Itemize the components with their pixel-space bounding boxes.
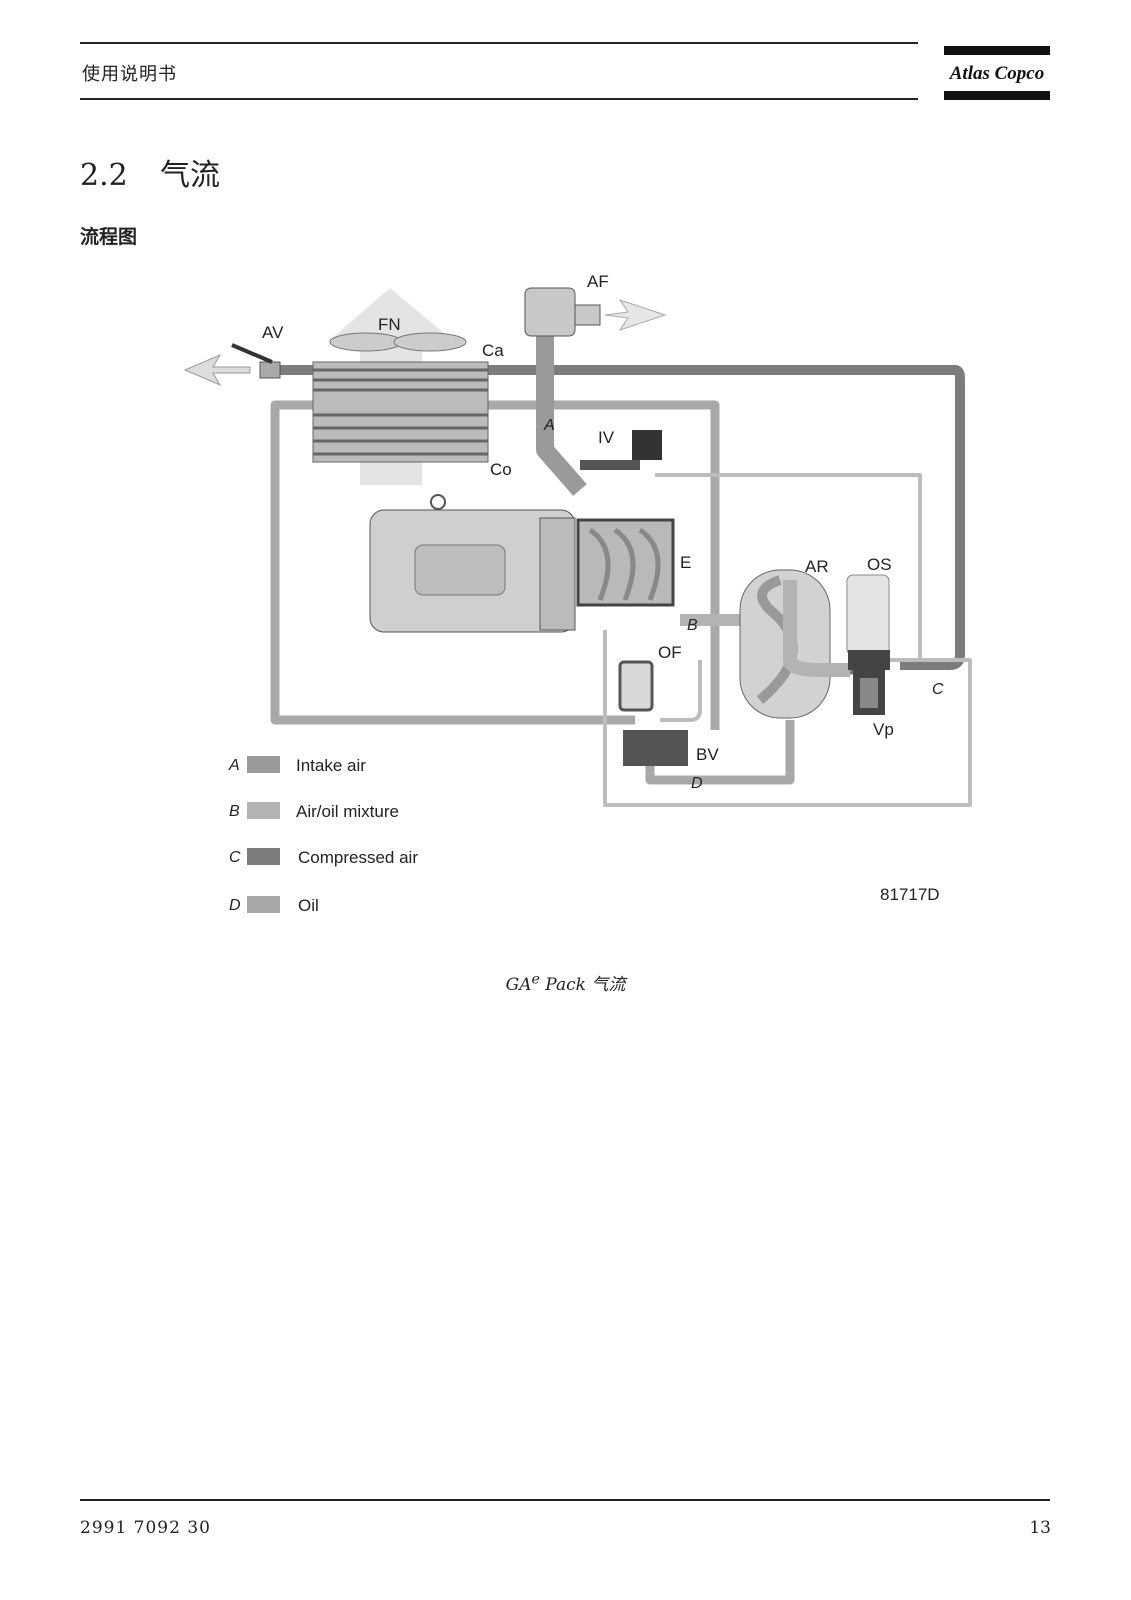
label-Co: Co <box>490 460 512 479</box>
bypass-valve <box>623 730 688 766</box>
section-name: 气流 <box>160 158 220 193</box>
legend-label-A: Intake air <box>296 756 366 775</box>
legend-label-D: Oil <box>298 896 319 915</box>
caption-rest: Pack 气流 <box>539 975 626 995</box>
footer-page-number: 13 <box>1029 1518 1051 1538</box>
caption-superscript: e <box>531 971 540 988</box>
legend-swatch-C <box>247 848 280 865</box>
legend-key-B: B <box>229 803 240 820</box>
footer-rule <box>80 1499 1050 1501</box>
section-title: 2.2 气流 <box>80 150 220 194</box>
min-pressure-valve <box>848 650 890 715</box>
header-rule-top <box>80 42 918 44</box>
figure-caption: GAe Pack 气流 <box>0 970 1131 995</box>
label-Vp: Vp <box>873 720 894 739</box>
label-Ca: Ca <box>482 341 504 360</box>
label-OF: OF <box>658 643 682 662</box>
label-C: C <box>932 681 944 698</box>
compressor-element <box>576 430 675 607</box>
footer-doc-number: 2991 7092 30 <box>80 1518 211 1538</box>
air-filter <box>524 287 667 337</box>
legend: A Intake air B Air/oil mixture C Compres… <box>228 756 418 915</box>
header-title: 使用说明书 <box>82 64 177 85</box>
air-receiver <box>739 569 850 719</box>
outlet-arrow <box>183 343 281 387</box>
legend-key-A: A <box>228 757 240 774</box>
oil-separator <box>846 574 890 656</box>
label-IV: IV <box>598 428 615 447</box>
label-FN: FN <box>378 315 401 334</box>
label-E: E <box>680 553 691 572</box>
logo-text: Atlas Copco <box>949 63 1044 84</box>
caption-prefix: GA <box>505 975 532 995</box>
atlas-copco-logo: Atlas Copco <box>944 46 1050 100</box>
legend-swatch-D <box>247 896 280 913</box>
label-AR: AR <box>805 557 829 576</box>
label-AF: AF <box>587 272 609 291</box>
figure-id: 81717D <box>880 885 940 904</box>
section-number: 2.2 <box>80 158 128 193</box>
header-rule-bottom <box>80 98 918 100</box>
legend-label-C: Compressed air <box>298 848 418 867</box>
legend-key-C: C <box>229 849 241 866</box>
legend-key-D: D <box>229 897 241 914</box>
label-BV: BV <box>696 745 719 764</box>
subsection-title: 流程图 <box>80 226 138 248</box>
cooler <box>312 361 489 463</box>
label-B: B <box>687 617 698 634</box>
air-flow-diagram: AF AV FN Ca Co A IV E AR OS B OF BV D C … <box>183 272 972 915</box>
label-AV: AV <box>262 323 284 342</box>
label-OS: OS <box>867 555 892 574</box>
motor <box>369 494 576 633</box>
legend-swatch-B <box>247 802 280 819</box>
oil-filter <box>618 660 654 712</box>
label-D: D <box>691 775 703 792</box>
label-A: A <box>543 417 555 434</box>
legend-label-B: Air/oil mixture <box>296 802 399 821</box>
legend-swatch-A <box>247 756 280 773</box>
